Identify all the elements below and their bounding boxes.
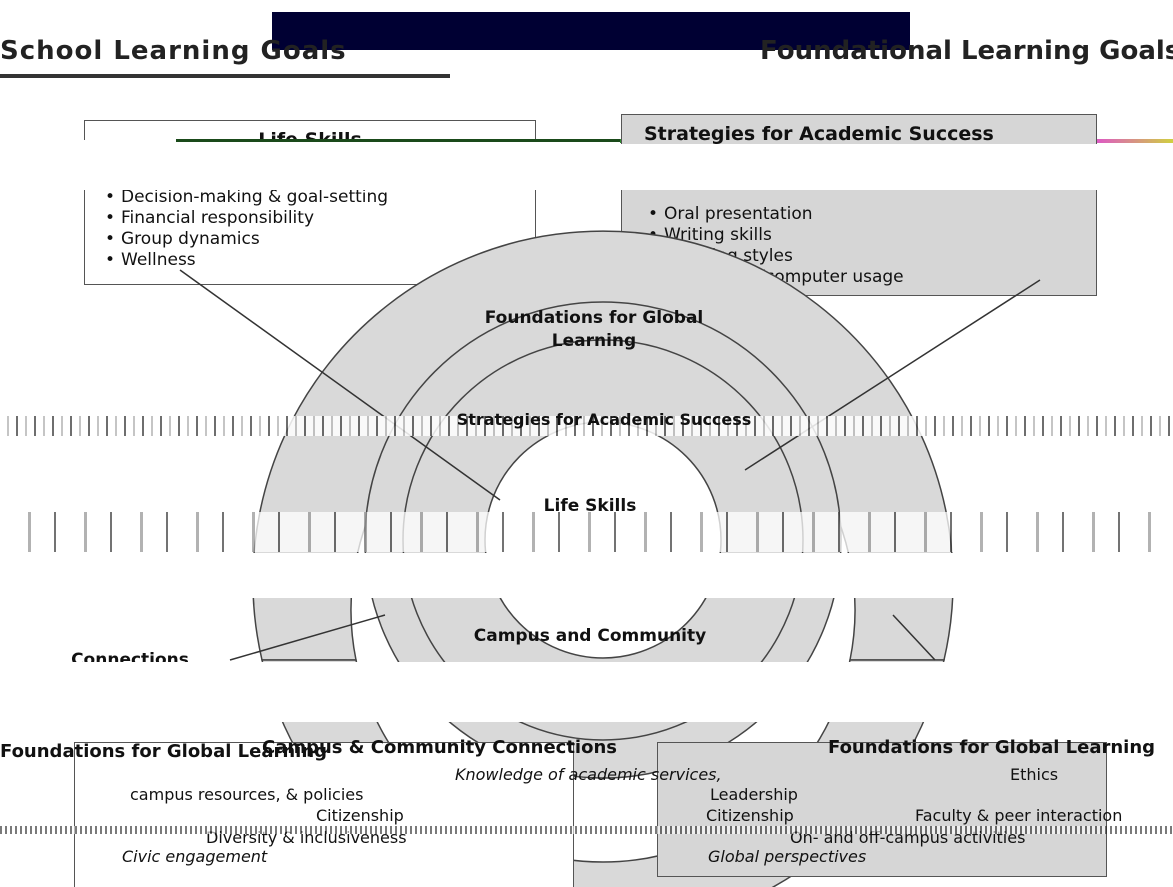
connector-line bbox=[744, 279, 1041, 471]
header-bar bbox=[272, 12, 910, 50]
global-box bbox=[657, 742, 1107, 877]
list-item: Oral presentation bbox=[642, 204, 904, 225]
scan-band-5 bbox=[0, 553, 1173, 598]
list-item: Financial responsibility bbox=[99, 208, 388, 229]
scan-band-7 bbox=[0, 826, 1173, 834]
scan-band-3 bbox=[0, 416, 1173, 436]
global-item-5: Global perspectives bbox=[708, 847, 867, 866]
header-rule bbox=[0, 74, 450, 78]
global-item-2: Citizenship bbox=[706, 806, 794, 825]
strategies-box-title: Strategies for Academic Success bbox=[644, 123, 994, 145]
middle-ring-label: Strategies for Academic Success bbox=[456, 410, 752, 429]
list-item: Wellness bbox=[99, 250, 388, 271]
bottom-center-header: Campus & Community Connections bbox=[262, 737, 617, 758]
bottom-right-header: Foundations for Global Learning bbox=[828, 737, 1156, 758]
global-item-3: Faculty & peer interaction bbox=[915, 806, 1123, 825]
scan-band-4 bbox=[0, 512, 1173, 552]
campus-item-0: Knowledge of academic services, bbox=[455, 765, 722, 784]
campus-item-1: campus resources, & policies bbox=[130, 785, 364, 804]
campus-box bbox=[74, 742, 574, 887]
bottom-left-header: Foundations for Global Learning bbox=[0, 741, 328, 762]
connector-line bbox=[179, 269, 501, 501]
scan-band-6 bbox=[0, 662, 1173, 722]
list-item: Writing skills bbox=[642, 225, 904, 246]
life-skills-list: Decision-making & goal-setting Financial… bbox=[99, 187, 388, 271]
campus-item-2: Citizenship bbox=[316, 806, 404, 825]
header-title-right: Foundational Learning Goals bbox=[760, 36, 1173, 66]
list-item: Group dynamics bbox=[99, 229, 388, 250]
connector-line bbox=[229, 614, 386, 661]
header-title-left: School Learning Goals bbox=[0, 36, 347, 66]
connector-line bbox=[892, 614, 936, 661]
global-item-0: Ethics bbox=[1010, 765, 1059, 784]
global-item-1: Leadership bbox=[710, 785, 798, 804]
outer-ring-label: Foundations for Global Learning bbox=[484, 308, 704, 351]
scan-band-2 bbox=[0, 144, 1173, 190]
list-item: Decision-making & goal-setting bbox=[99, 187, 388, 208]
campus-item-4: Civic engagement bbox=[122, 847, 268, 866]
bottom-ring-label: Campus and Community bbox=[473, 626, 707, 646]
inner-ring-label: Life Skills bbox=[543, 496, 637, 516]
scan-band-line bbox=[176, 139, 626, 142]
